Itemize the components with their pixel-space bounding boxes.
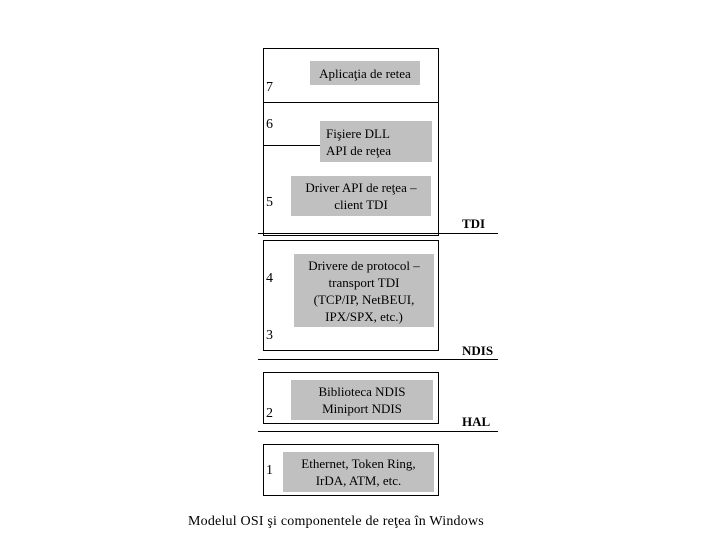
component-protocol-drivers-line-1: Drivere de protocol – [308, 257, 420, 273]
component-protocol-drivers-line-3: (TCP/IP, NetBEUI, [313, 291, 415, 307]
divider-layer-6-5 [263, 145, 325, 146]
diagram-caption: Modelul OSI şi componentele de reţea în … [188, 514, 484, 529]
component-protocol-drivers-line-4: IPX/SPX, etc.) [325, 308, 403, 324]
divider-layer-7-6 [263, 102, 439, 103]
interface-label-tdi: TDI [462, 216, 486, 231]
layer-number-3: 3 [266, 328, 273, 343]
layer-number-6: 6 [266, 117, 273, 132]
interface-line-hal [258, 431, 498, 432]
component-dll-files: Fişiere DLL API de reţea [320, 121, 432, 162]
layer-number-5: 5 [266, 195, 273, 210]
interface-line-tdi [258, 233, 498, 234]
component-dll-files-line-1: Fişiere DLL [326, 125, 390, 141]
component-network-application-line-1: Aplicaţia de retea [319, 65, 411, 81]
component-network-hardware-line-2: IrDA, ATM, etc. [315, 473, 402, 488]
interface-label-ndis: NDIS [462, 343, 494, 358]
component-ndis-library-line-2: Miniport NDIS [322, 401, 402, 416]
interface-line-ndis [258, 359, 498, 360]
component-network-api-driver-line-1: Driver API de reţea – [305, 180, 417, 195]
interface-label-hal: HAL [462, 414, 491, 429]
component-ndis-library-line-1: Biblioteca NDIS [318, 384, 406, 399]
component-protocol-drivers-line-2: transport TDI [328, 274, 400, 290]
component-network-application: Aplicaţia de retea [310, 61, 420, 85]
component-dll-files-line-2: API de reţea [326, 142, 391, 158]
layer-number-4: 4 [266, 271, 273, 286]
layer-number-1: 1 [266, 463, 273, 478]
component-protocol-drivers: Drivere de protocol – transport TDI (TCP… [294, 254, 434, 327]
component-network-api-driver-line-2: client TDI [334, 197, 388, 212]
component-network-hardware-line-1: Ethernet, Token Ring, [301, 456, 416, 471]
component-ndis-library: Biblioteca NDIS Miniport NDIS [291, 380, 433, 420]
component-network-api-driver: Driver API de reţea – client TDI [291, 176, 431, 216]
layer-number-7: 7 [266, 80, 273, 95]
component-network-hardware: Ethernet, Token Ring, IrDA, ATM, etc. [283, 452, 434, 492]
layer-number-2: 2 [266, 406, 273, 421]
